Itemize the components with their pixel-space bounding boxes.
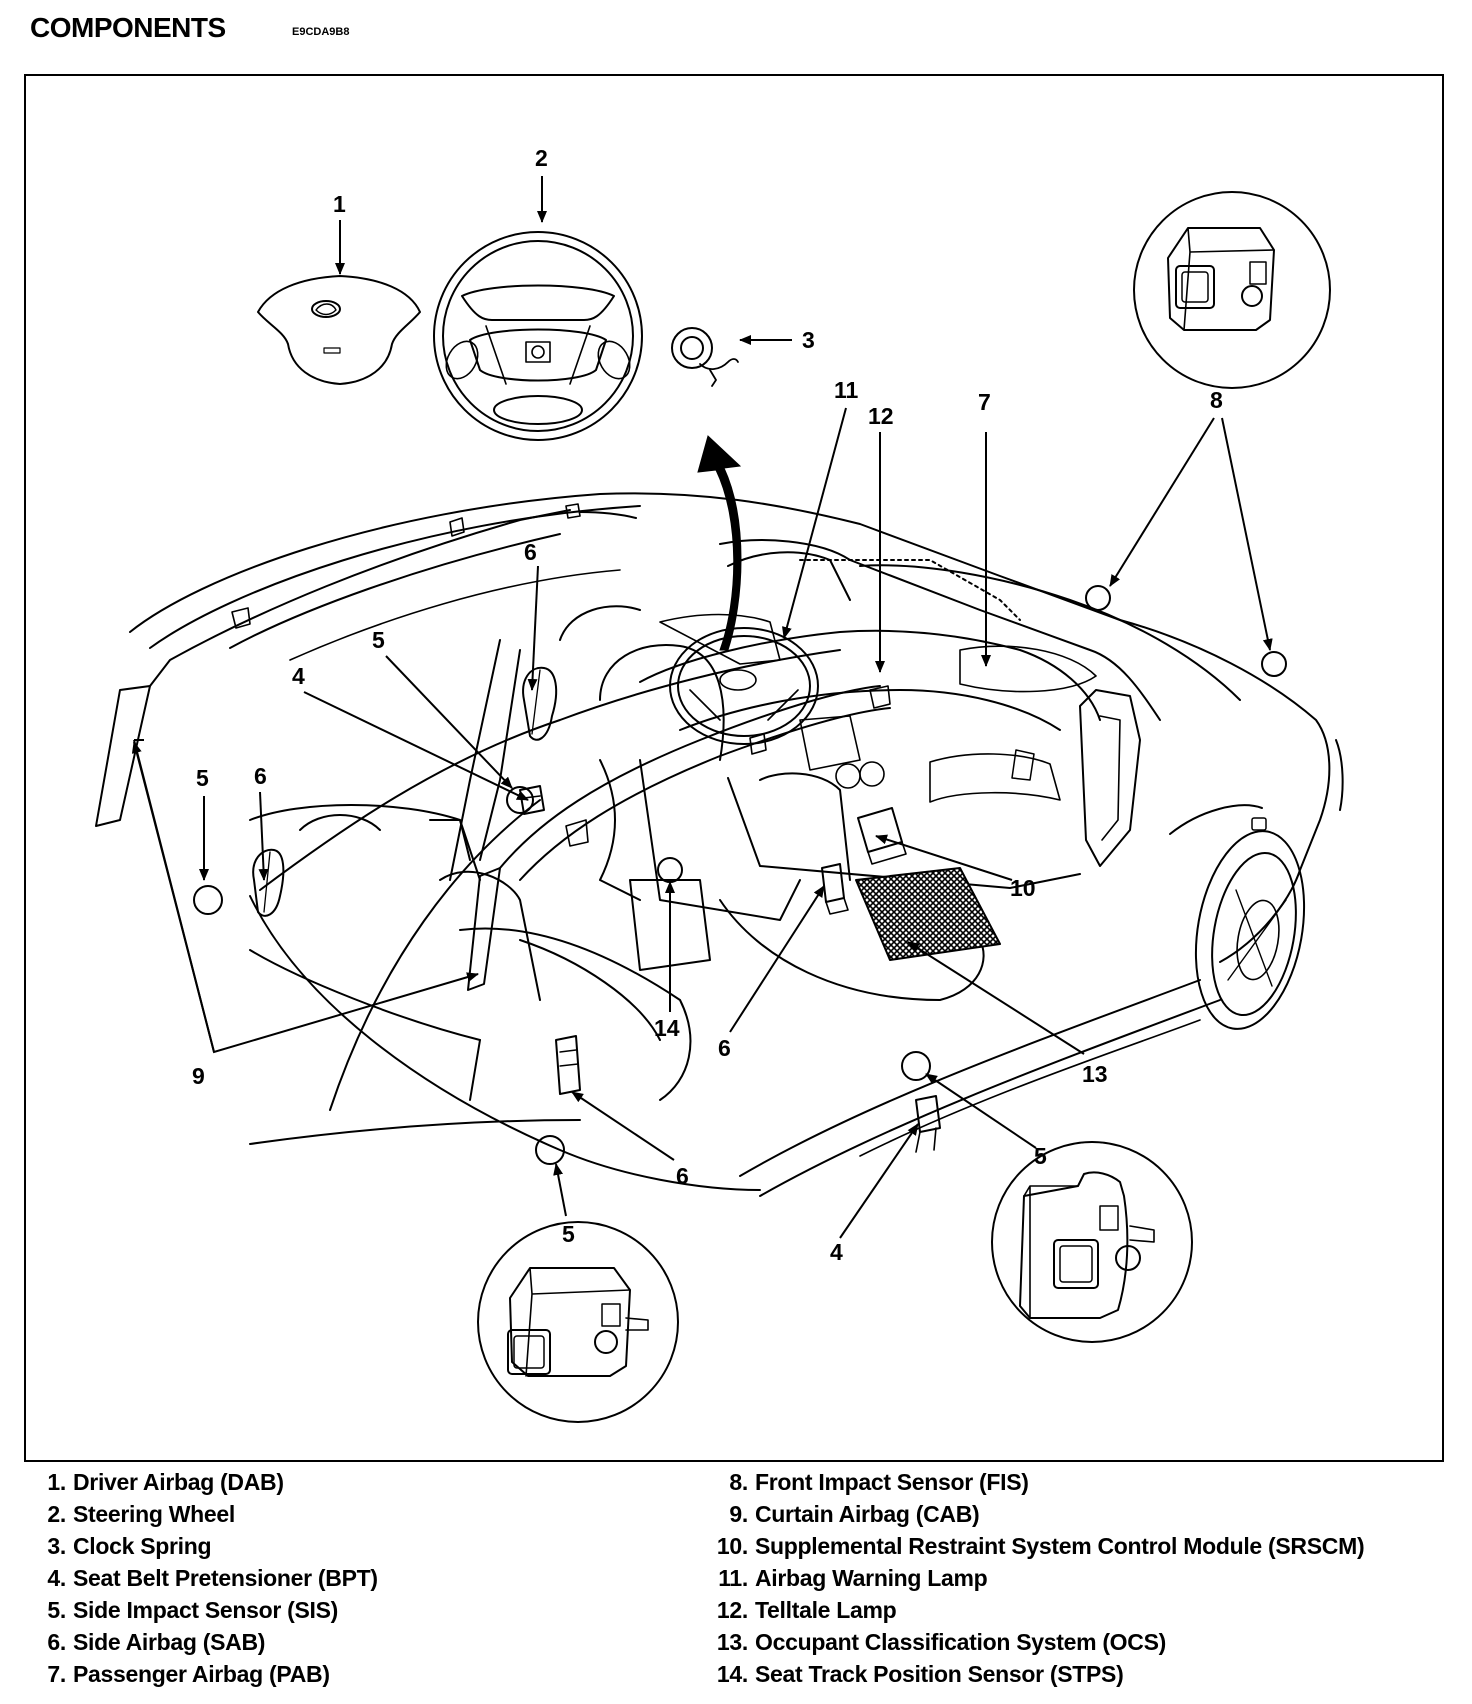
callout-labels: 1 2 3 11 12 7 8 6 5 4 5 6 10 14 6 13 9 5… — [192, 145, 1223, 1265]
side-impact-sensor-detail-1 — [477, 1221, 679, 1423]
callout-5-upper: 5 — [372, 627, 385, 653]
callout-5-lower: 5 — [562, 1221, 575, 1247]
legend-item: 11.Airbag Warning Lamp — [718, 1565, 988, 1591]
component-markers — [519, 785, 1001, 1153]
callout-9: 9 — [192, 1063, 205, 1089]
diagram-frame — [24, 74, 1444, 1462]
front-impact-sensor-detail — [1133, 191, 1331, 389]
sensor-circles — [193, 585, 1287, 1165]
curtain-leader — [133, 739, 479, 1054]
legend-item: 8.Front Impact Sensor (FIS) — [729, 1469, 1029, 1495]
legend-item: 1.Driver Airbag (DAB) — [47, 1469, 284, 1495]
callout-14: 14 — [654, 1015, 680, 1041]
legend-item: 6.Side Airbag (SAB) — [47, 1629, 266, 1655]
driver-airbag-illustration — [257, 275, 421, 385]
side-impact-sensor-detail-2 — [991, 1141, 1193, 1343]
callout-10: 10 — [1010, 875, 1036, 901]
callout-11: 11 — [834, 377, 859, 403]
legend-item: 3.Clock Spring — [47, 1533, 212, 1559]
legend-item: 13.Occupant Classification System (OCS) — [716, 1629, 1166, 1655]
legend-item: 4.Seat Belt Pretensioner (BPT) — [47, 1565, 378, 1591]
curtain-airbag-illustration — [95, 503, 891, 1111]
detail-pointer-arrow — [697, 435, 742, 651]
legend-item: 9.Curtain Airbag (CAB) — [729, 1501, 980, 1527]
interior-outline — [249, 551, 1101, 1101]
legend-left: 1.Driver Airbag (DAB) 2.Steering Wheel 3… — [44, 1466, 378, 1690]
callout-8: 8 — [1210, 387, 1223, 413]
callout-6-center: 6 — [718, 1035, 731, 1061]
legend-item: 14.Seat Track Position Sensor (STPS) — [716, 1661, 1124, 1687]
callout-1: 1 — [333, 191, 346, 217]
callout-5-right: 5 — [1034, 1143, 1047, 1169]
callout-13: 13 — [1082, 1061, 1108, 1087]
document-code: E9CDA9B8 — [292, 26, 350, 38]
callout-12: 12 — [868, 403, 894, 429]
callout-2: 2 — [535, 145, 548, 171]
callout-6-left: 6 — [254, 763, 267, 789]
legend-item: 12.Telltale Lamp — [716, 1597, 897, 1623]
callout-6-upper: 6 — [524, 539, 537, 565]
callout-5-left: 5 — [196, 765, 209, 791]
legend-item: 7.Passenger Airbag (PAB) — [47, 1661, 330, 1687]
leader-lines — [199, 176, 1273, 1239]
steering-wheel-illustration — [433, 231, 643, 441]
side-airbag-illustrations — [252, 666, 558, 917]
callout-6-lower: 6 — [676, 1163, 689, 1189]
legend-item: 2.Steering Wheel — [47, 1501, 235, 1527]
callout-4-upper: 4 — [292, 663, 305, 689]
page-title: COMPONENTS — [30, 12, 226, 43]
legend-right: 8.Front Impact Sensor (FIS) 9.Curtain Ai… — [706, 1466, 1365, 1690]
clock-spring-illustration — [671, 327, 739, 387]
legend-item: 5.Side Impact Sensor (SIS) — [47, 1597, 339, 1623]
callout-3: 3 — [802, 327, 815, 353]
callout-4-lower: 4 — [830, 1239, 843, 1265]
legend-item: 10.Supplemental Restraint System Control… — [716, 1533, 1365, 1559]
car-body-outline — [129, 492, 1344, 1197]
callout-7: 7 — [978, 389, 991, 415]
